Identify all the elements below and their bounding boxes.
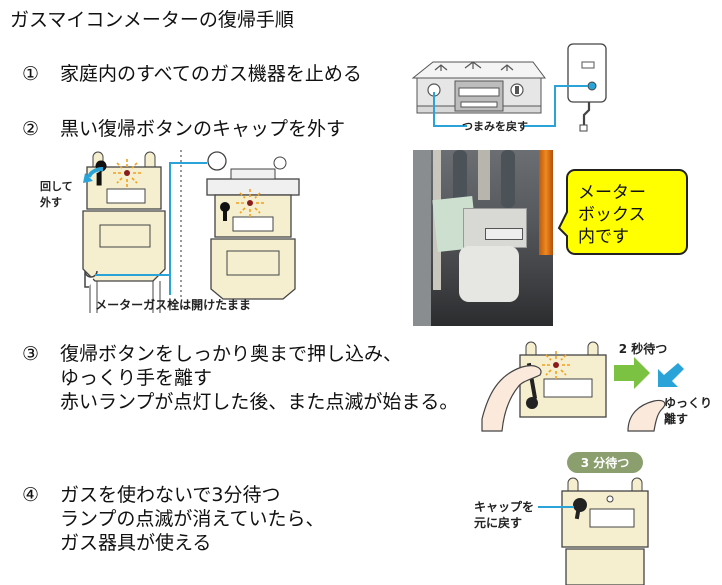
gas-meter-icon: [561, 477, 649, 585]
step-3: ③ 復帰ボタンをしっかり奥まで押し込み、 ゆっくり手を離す 赤いランプが点灯した後…: [22, 342, 458, 414]
gas-meter-icon: [519, 341, 607, 418]
wait-3min-badge: 3 分待つ: [567, 452, 643, 473]
step-text: ガス器具が使える: [60, 532, 212, 554]
water-heater-icon: [567, 43, 607, 132]
step-number: ④: [22, 484, 40, 506]
meter-box-photo: [413, 150, 553, 326]
callout-bubble: [557, 169, 688, 255]
step-1: ① 家庭内のすべてのガス機器を止める: [22, 62, 362, 86]
callout-text: メーター ボックス 内です: [578, 182, 646, 248]
page-title: ガスマイコンメーターの復帰手順: [10, 9, 294, 31]
step-text: ガスを使わないで3分待つ: [60, 484, 281, 506]
release-label-1: ゆっくり: [664, 396, 712, 410]
step-4: ④ ガスを使わないで3分待つ ランプの点滅が消えていたら、 ガス器具が使える: [22, 483, 324, 555]
callout-line: ボックス: [578, 205, 646, 225]
green-arrow-icon: [614, 357, 650, 389]
cap-label-1: キャップを: [474, 499, 534, 514]
cap-label-2: 元に戻す: [474, 515, 522, 530]
callout-line: 内です: [578, 227, 629, 247]
step-text: ゆっくり手を離す: [60, 367, 213, 389]
release-arrow-icon: [658, 363, 684, 387]
stove-heater-illustration: つまみを戻す: [411, 43, 607, 133]
pressing-hand-icon: [481, 365, 542, 432]
releasing-hand-icon: [627, 399, 666, 432]
gas-meter-right-icon: [206, 151, 300, 300]
step-number: ①: [22, 63, 40, 85]
step-number: ②: [22, 118, 40, 140]
callout-line: メーター: [578, 183, 646, 203]
valve-connector-line: [95, 162, 207, 276]
step-2: ② 黒い復帰ボタンのキャップを外す: [22, 117, 345, 141]
step-text: 復帰ボタンをしっかり奥まで押し込み、: [60, 343, 403, 365]
step-number: ③: [22, 343, 40, 365]
remove-label: 外す: [39, 195, 62, 209]
cap-back-illustration: キャップを 元に戻す: [474, 477, 649, 585]
gas-meter-left-icon: [82, 151, 166, 313]
press-button-illustration: 2 秒待つ ゆっくり 離す: [481, 341, 712, 432]
step-text: 家庭内のすべてのガス機器を止める: [60, 63, 362, 85]
knob-label: つまみを戻す: [462, 119, 528, 133]
step-text: 黒い復帰ボタンのキャップを外す: [60, 118, 346, 140]
wait-2s-label: 2 秒待つ: [619, 341, 668, 356]
connector-line: [433, 85, 588, 127]
release-label-2: 離す: [664, 411, 688, 426]
valve-label: メーターガス栓は開けたまま: [95, 297, 251, 312]
flashing-lamp-icon: [542, 351, 570, 379]
turn-label: 回して: [40, 179, 73, 193]
step-text: ランプの点滅が消えていたら、: [60, 508, 325, 530]
flashing-lamp-icon: [113, 159, 141, 187]
meter-cap-illustration: 回して 外す メーターガス栓は開けたまま: [39, 150, 300, 313]
step-text: 赤いランプが点灯した後、また点滅が始まる。: [60, 391, 459, 413]
gas-stove-icon: [411, 61, 546, 114]
